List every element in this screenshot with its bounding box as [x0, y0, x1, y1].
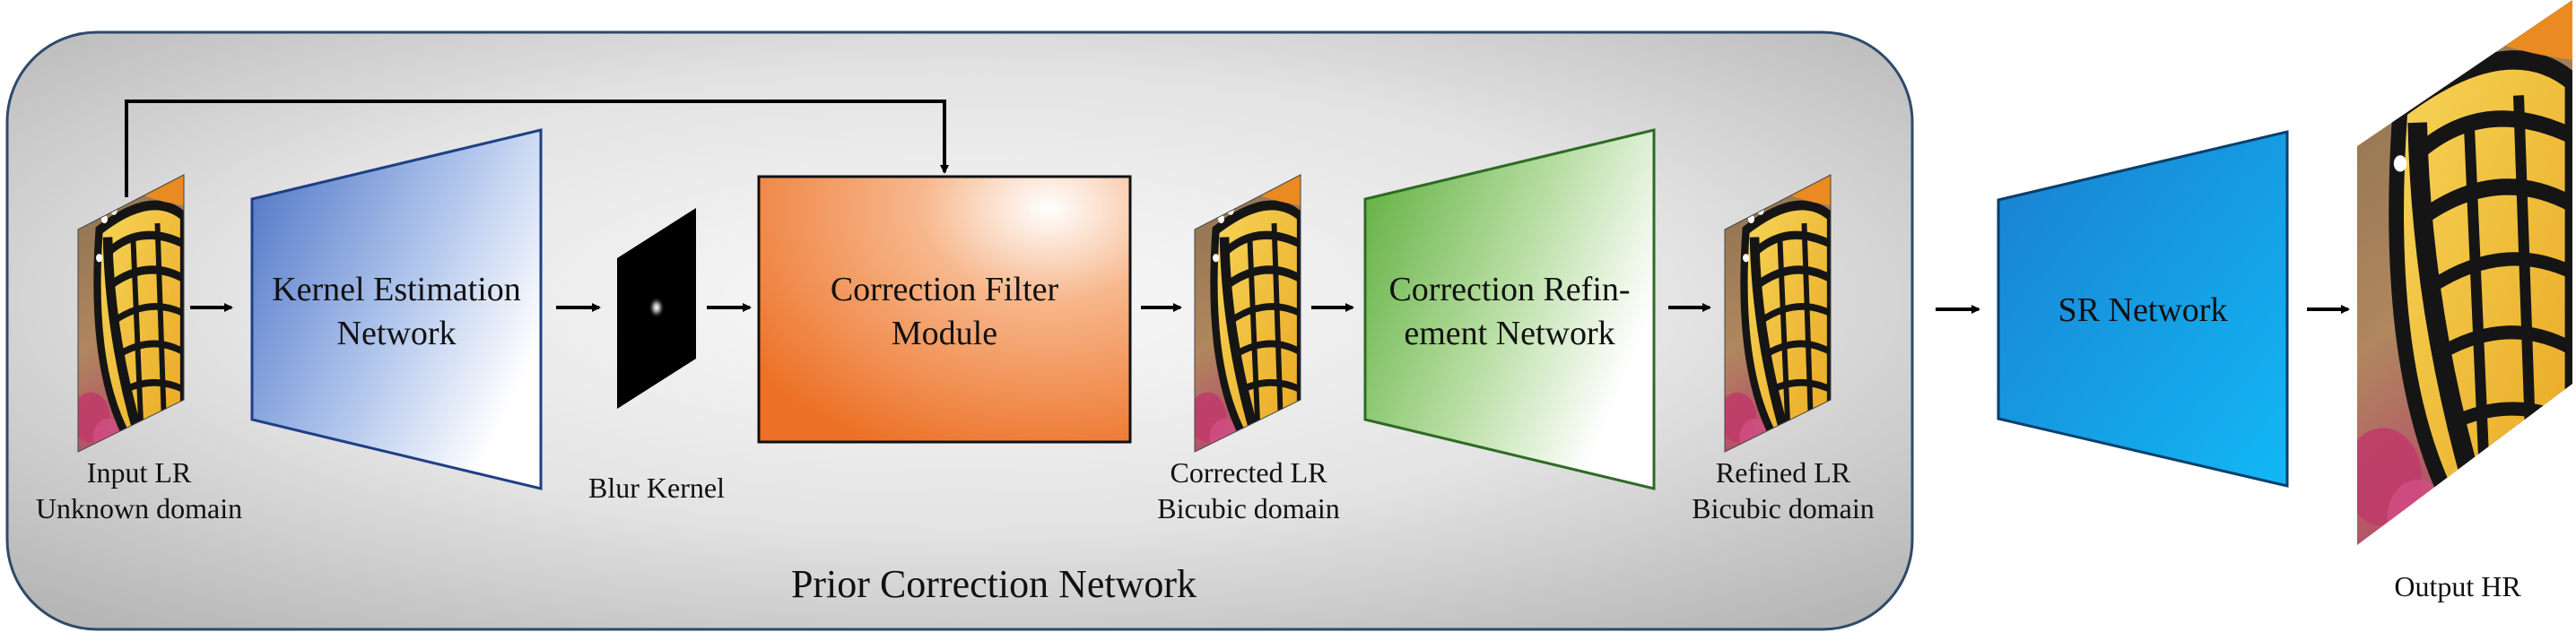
correction-filter-label-2: Module — [892, 315, 997, 352]
blur-kernel-dot — [648, 297, 665, 318]
input-lr-label: Input LR — [87, 456, 192, 489]
correction-refinement-label: Correction Refin- — [1388, 271, 1630, 308]
kernel-estimation-label: Kernel Estimation — [272, 271, 521, 308]
sr-network — [1997, 130, 2289, 488]
refined-lr-label: Refined LR — [1716, 456, 1851, 489]
correction-filter-module — [757, 175, 1132, 444]
output-hr-label: Output HR — [2394, 570, 2521, 602]
prior-correction-title: Prior Correction Network — [791, 562, 1197, 606]
output-hr-image — [2345, 0, 2572, 556]
kernel-estimation-network — [250, 128, 543, 490]
kernel-estimation-label-2: Network — [337, 315, 457, 352]
corrected-lr-domain-label: Bicubic domain — [1157, 492, 1340, 524]
correction-refinement-network — [1363, 128, 1656, 490]
corrected-lr-label: Corrected LR — [1170, 456, 1327, 489]
correction-filter-label: Correction Filter — [831, 271, 1059, 308]
skip-connection-arrow — [125, 100, 949, 197]
input-lr-domain-label: Unknown domain — [36, 492, 242, 524]
refined-lr-domain-label: Bicubic domain — [1692, 492, 1875, 524]
blur-kernel-label: Blur Kernel — [588, 472, 725, 504]
correction-refinement-label-2: ement Network — [1404, 315, 1614, 352]
sr-network-label: SR Network — [2058, 291, 2228, 329]
